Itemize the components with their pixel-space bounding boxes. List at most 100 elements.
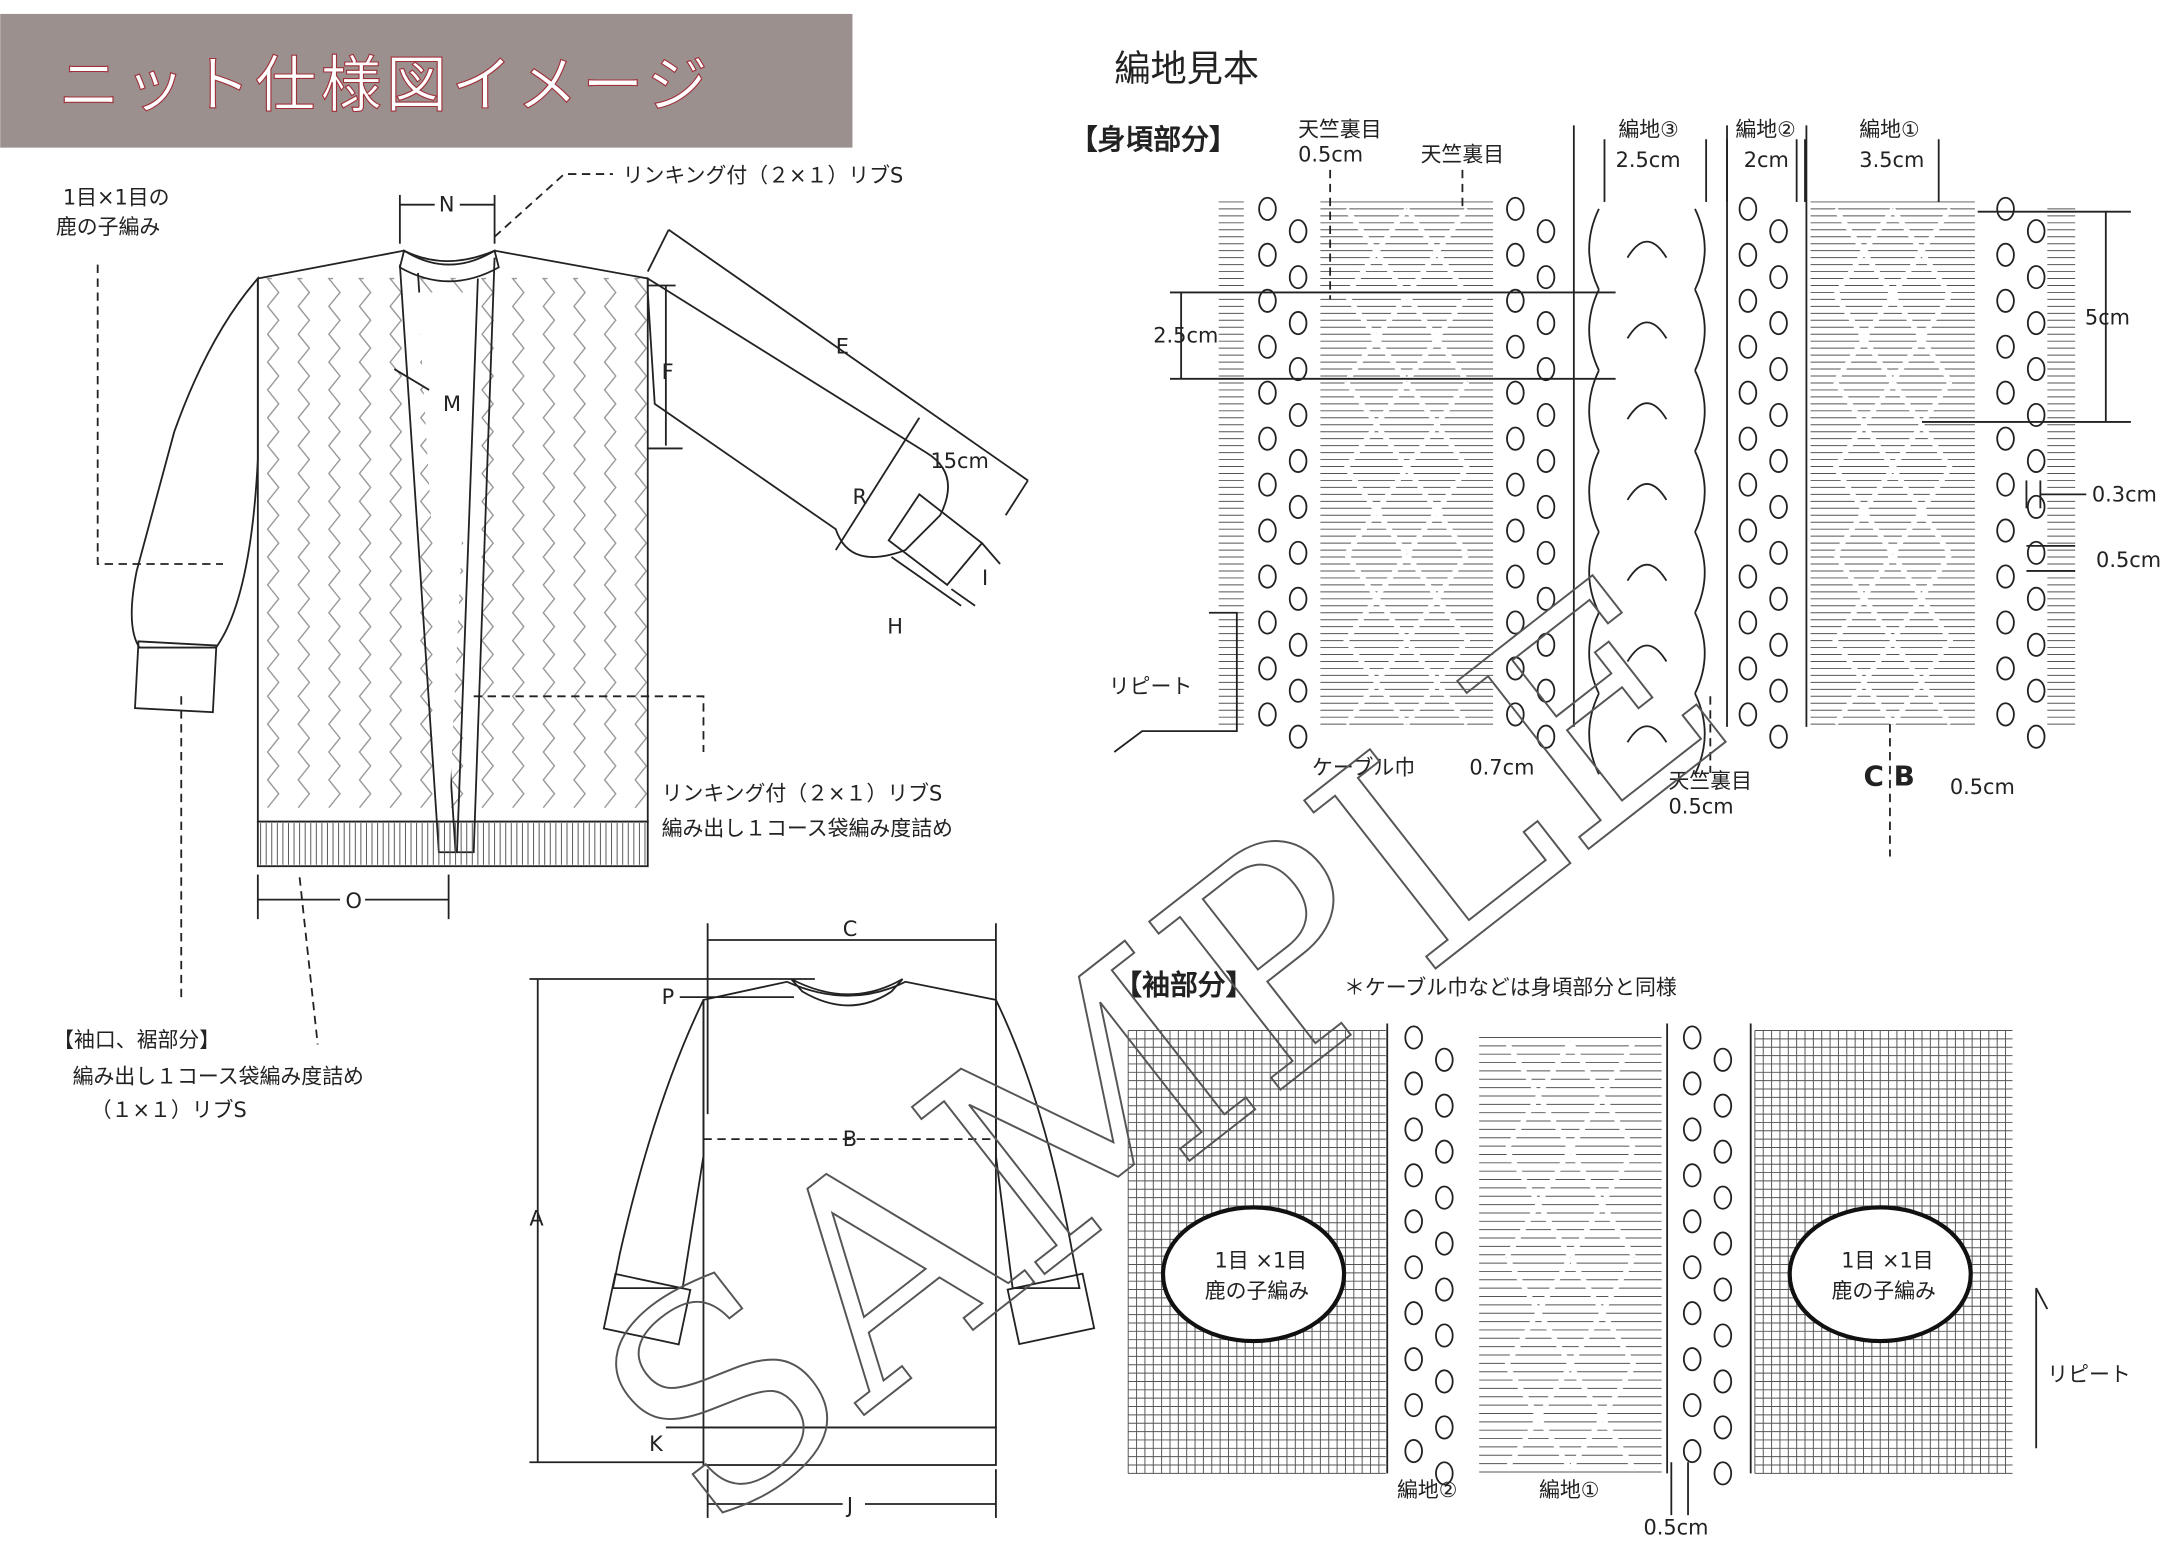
eyelet-circle: [1996, 380, 2015, 405]
eyelet-circle: [2026, 356, 2046, 382]
eyelet-circle: [1435, 1323, 1454, 1348]
eyelet-circle: [1738, 380, 1758, 405]
eyelet-circle: [1506, 472, 1525, 497]
eyelet-circle: [1682, 1025, 1702, 1050]
eyelet-circle: [1288, 265, 1308, 290]
dim-O: O: [346, 889, 362, 913]
back-sweater-drawing: [602, 978, 1096, 1466]
eyelet-circle: [1536, 586, 1556, 611]
label-dim-03: 0.3cm: [2092, 482, 2157, 506]
eyelet-circle: [1536, 494, 1556, 519]
braid-segment: [1588, 531, 1706, 614]
label-right-dim: 5cm: [2085, 305, 2130, 329]
cable-strand: [1891, 381, 1952, 555]
page-title: ニット仕様図イメージ: [59, 50, 712, 121]
eyelet-circle: [1288, 219, 1308, 244]
eyelet-circle: [1404, 1209, 1423, 1234]
label-cable-width: ケーブル巾: [1312, 755, 1415, 779]
eyelet-circle: [1506, 702, 1525, 727]
cable-strand: [1405, 381, 1469, 555]
eyelet-circle: [1536, 311, 1556, 336]
eyelet-circle: [1288, 356, 1308, 382]
eyelet-circle: [1713, 1093, 1733, 1118]
front-neck-rib: [398, 249, 500, 283]
dim-C: C: [843, 917, 858, 941]
eyelet-circle: [1258, 196, 1277, 221]
dim-P: P: [662, 985, 675, 1009]
eyelet-circle: [1404, 1117, 1423, 1142]
label-fabric2-dim: 2cm: [1744, 148, 1789, 172]
cable-strand: [1405, 381, 1468, 555]
dim-B: B: [843, 1127, 857, 1151]
eyelet-circle: [2026, 448, 2046, 473]
sleeve-label-dim: 0.5cm: [1643, 1516, 1708, 1540]
eyelet-circle: [1536, 448, 1556, 473]
eyelet-circle: [1682, 1209, 1702, 1234]
eyelet-circle: [1769, 540, 1788, 565]
eyelet-circle: [1713, 1323, 1733, 1348]
eyelet-circle: [2026, 632, 2046, 657]
note-cuff-3: （１×１）リブS: [91, 1098, 247, 1122]
eyelet-circle: [1738, 242, 1758, 267]
eyelet-circle: [1258, 564, 1277, 589]
dim-J: J: [845, 1493, 853, 1517]
eyelet-circle: [1258, 610, 1277, 635]
eyelet-circle: [1536, 402, 1556, 428]
eyelet-circle: [1506, 564, 1525, 589]
eyelet-circle: [1738, 288, 1758, 313]
eyelet-circle: [1404, 1163, 1423, 1188]
cable-strand-fill: [1890, 207, 1954, 383]
eyelet-circle: [1713, 1047, 1733, 1072]
eyelet-circle: [1682, 1163, 1702, 1188]
braid-segment: [1588, 289, 1706, 371]
eyelet-circle: [2026, 678, 2046, 703]
label-purl-a-dim: 0.5cm: [1298, 143, 1363, 167]
eyelet-circle: [1506, 288, 1525, 313]
eyelet-circle: [1404, 1025, 1423, 1050]
braid-segment: [1588, 693, 1706, 775]
note-cuff-1: 【袖口、裾部分】: [53, 1028, 220, 1052]
eyelet-circle: [2026, 586, 2046, 611]
cable-strand: [1891, 553, 1952, 725]
moss-callout-left: [1160, 1205, 1347, 1344]
cable-strand-fill: [1568, 1256, 1638, 1471]
eyelet-circle: [1288, 678, 1308, 703]
dim-R: R: [852, 485, 867, 509]
label-repeat: リピート: [1109, 675, 1193, 699]
label-cable-dim: 0.7cm: [1469, 755, 1534, 779]
eyelet-circle: [1996, 242, 2015, 267]
eyelet-circle: [1713, 1369, 1733, 1394]
front-cable-column: [633, 277, 648, 809]
label-bottom-05: 0.5cm: [1950, 775, 2015, 799]
cable-strand-fill: [1890, 552, 1954, 726]
eyelet-circle: [1682, 1439, 1702, 1464]
left-cuff-rib: [134, 640, 218, 714]
note-band-2: 編み出し１コース袋編み度詰め: [662, 817, 953, 841]
body-swatch: [1218, 125, 2076, 775]
dim-15cm: 15cm: [930, 449, 988, 473]
right-sleeve: [646, 276, 949, 558]
eyelet-circle: [1738, 656, 1758, 681]
title-banner: ニット仕様図イメージ: [0, 13, 853, 148]
right-front-band: [456, 257, 496, 854]
eyelet-circle: [1258, 426, 1277, 451]
front-cardigan-drawing: [130, 249, 984, 868]
cable-strand: [1891, 553, 1952, 725]
sleeve-note: ＊ケーブル巾などは身頃部分と同様: [1344, 975, 1677, 999]
cable-strand: [1405, 208, 1468, 383]
dim-A: A: [529, 1206, 544, 1230]
braid-segment: [1588, 370, 1706, 452]
cable-strand-fill: [1889, 380, 1953, 556]
sleeve-label-repeat: リピート: [2047, 1362, 2131, 1386]
hem-rib-lines: [260, 823, 646, 865]
cable-strand: [1891, 381, 1952, 555]
cable-strand: [1891, 208, 1952, 383]
front-cable-column: [511, 277, 525, 809]
cable-strand-fill: [1832, 552, 1895, 726]
eyelet-circle: [1435, 1047, 1454, 1072]
back-neck-rib: [790, 978, 904, 1007]
cable-strand: [1569, 1041, 1635, 1258]
eyelet-circle: [1738, 426, 1758, 451]
cable-strand-fill: [1568, 1040, 1638, 1259]
cable-strand-fill: [1344, 380, 1410, 556]
